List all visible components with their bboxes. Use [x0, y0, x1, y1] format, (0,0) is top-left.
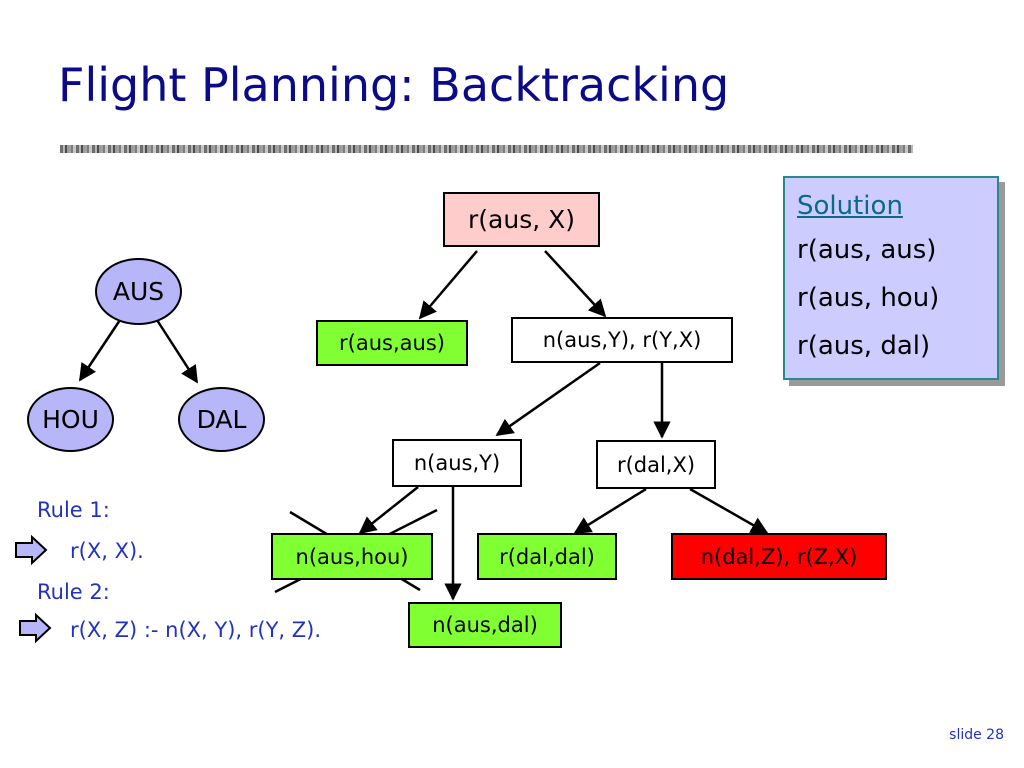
rule1-text: r(X, X). [70, 539, 144, 563]
edge-right1-midleft [495, 361, 601, 437]
rule2-text: r(X, Z) :- n(X, Y), r(Y, Z). [70, 618, 322, 642]
tree-mid-right: r(dal,X) [596, 440, 716, 489]
solution-item: r(aus, aus) [797, 235, 937, 265]
rule1-arrow-icon [15, 534, 48, 566]
tree-leaf-dal: n(aus,dal) [408, 602, 562, 648]
edge-midright-red [689, 487, 769, 535]
edge-midleft-hou [358, 486, 419, 535]
graph-edge-aus-dal [155, 319, 199, 384]
rule2-arrow-icon [19, 612, 52, 644]
slide-number: slide 28 [949, 727, 1004, 743]
solution-heading: Solution [797, 191, 903, 221]
tree-left1: r(aus,aus) [316, 320, 468, 366]
title-divider [60, 145, 913, 153]
node-hou: HOU [27, 387, 114, 452]
node-aus: AUS [95, 258, 182, 325]
edge-root-left1 [418, 250, 478, 320]
tree-leaf-hou: n(aus,hou) [271, 533, 433, 580]
graph-edge-aus-hou [78, 319, 122, 382]
tree-leaf-red: n(dal,Z), r(Z,X) [671, 533, 887, 580]
rule2-label: Rule 2: [37, 580, 110, 604]
solution-item: r(aus, dal) [797, 331, 931, 361]
tree-root: r(aus, X) [443, 192, 600, 247]
tree-leaf-daldal: r(dal,dal) [477, 533, 617, 580]
tree-right1: n(aus,Y), r(Y,X) [511, 317, 733, 363]
solution-item: r(aus, hou) [797, 283, 940, 313]
edge-root-right1 [544, 250, 607, 318]
rule1-label: Rule 1: [37, 498, 110, 522]
edge-midright-daldal [573, 487, 647, 535]
solution-panel: Solution r(aus, aus) r(aus, hou) r(aus, … [783, 176, 999, 380]
node-dal: DAL [178, 387, 265, 452]
slide-title: Flight Planning: Backtracking [58, 58, 730, 112]
tree-mid-left: n(aus,Y) [392, 439, 522, 487]
